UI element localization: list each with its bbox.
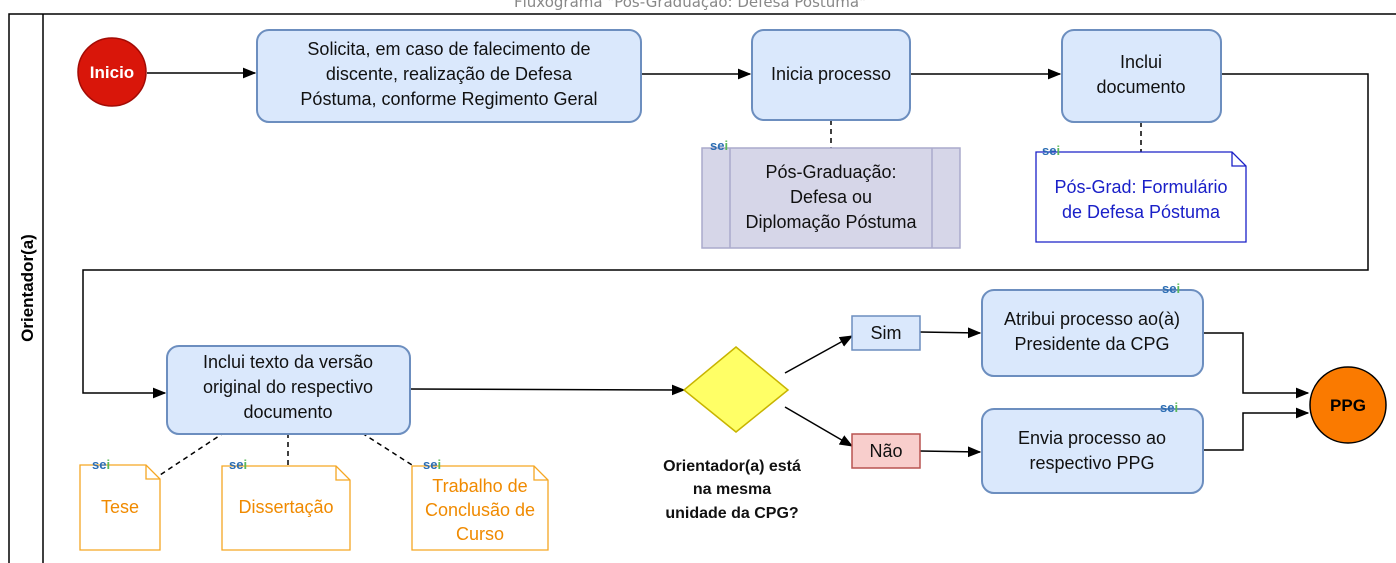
note-dissertacao[interactable]: Dissertação sei — [221, 457, 351, 551]
svg-text:sei: sei — [1042, 143, 1060, 158]
start-node[interactable]: Inicio — [77, 37, 147, 107]
note-tcc-line1: Trabalho de — [432, 476, 527, 496]
note-tese-fold — [145, 465, 160, 480]
decision-label-line1: Orientador(a) está — [663, 458, 801, 475]
svg-text:sei: sei — [229, 457, 247, 472]
process-pos-graduacao-line1: Pós-Graduação: — [765, 162, 896, 182]
task-solicita-box — [256, 29, 642, 123]
task-inclui-documento-box — [1061, 29, 1222, 123]
svg-text:sei: sei — [1162, 281, 1180, 296]
sei-logo-icon: sei — [1162, 281, 1180, 296]
task-solicita-line3: Póstuma, conforme Regimento Geral — [300, 89, 597, 109]
task-inclui-texto-line1: Inclui texto da versão — [203, 352, 373, 372]
edge-incluidoc-incluitexto — [82, 73, 1369, 399]
decision-label-line3: unidade da CPG? — [665, 505, 798, 522]
decision-node[interactable]: Orientador(a) está na mesma unidade da C… — [663, 346, 801, 522]
svg-text:sei: sei — [423, 457, 441, 472]
task-inclui-texto[interactable]: Inclui texto da versão original do respe… — [166, 345, 411, 435]
note-formulario-fold — [1231, 152, 1246, 167]
sei-logo-icon: sei — [423, 457, 441, 472]
start-label: Inicio — [90, 63, 134, 82]
start-circle — [77, 37, 147, 107]
branch-nao-box — [851, 433, 921, 469]
branch-nao-label: Não — [869, 441, 902, 461]
edge-envia-ppg — [1203, 407, 1310, 451]
swimlane-label: Orientador(a) — [18, 234, 37, 342]
note-tcc[interactable]: Trabalho de Conclusão de Curso sei — [411, 457, 549, 551]
branch-sim-label: Sim — [871, 323, 902, 343]
task-atribui-box — [981, 289, 1204, 377]
task-atribui[interactable]: Atribui processo ao(à) Presidente da CPG… — [981, 281, 1204, 377]
note-formulario-shape — [1035, 151, 1247, 243]
process-pos-graduacao-line3: Diplomação Póstuma — [745, 212, 917, 232]
task-inclui-documento-line1: Inclui — [1120, 52, 1162, 72]
note-dissertacao-fold — [335, 466, 350, 481]
task-inicia-label: Inicia processo — [771, 64, 891, 84]
branch-sim[interactable]: Sim — [851, 315, 921, 351]
task-inclui-documento[interactable]: Inclui documento — [1061, 29, 1222, 123]
task-envia-line2: respectivo PPG — [1029, 453, 1154, 473]
branch-sim-box — [851, 315, 921, 351]
task-inicia[interactable]: Inicia processo — [751, 29, 911, 121]
edge-sim-atribui — [919, 327, 982, 339]
sei-logo-icon: sei — [229, 457, 247, 472]
sei-logo-icon: sei — [710, 138, 728, 153]
task-atribui-line2: Presidente da CPG — [1014, 334, 1169, 354]
process-pos-graduacao-box — [701, 147, 961, 249]
process-pos-graduacao-line2: Defesa ou — [790, 187, 872, 207]
task-solicita-line1: Solicita, em caso de falecimento de — [307, 39, 590, 59]
edge-decision-nao — [784, 406, 854, 447]
task-envia-line1: Envia processo ao — [1018, 428, 1166, 448]
end-circle — [1309, 366, 1387, 444]
task-solicita[interactable]: Solicita, em caso de falecimento de disc… — [256, 29, 642, 123]
note-formulario-line2: de Defesa Póstuma — [1062, 202, 1221, 222]
note-tcc-fold — [533, 466, 548, 481]
edge-incluitexto-decision — [409, 384, 686, 396]
task-inicia-box — [751, 29, 911, 121]
assoc-texto-tese — [156, 431, 226, 478]
edge-atribui-ppg — [1203, 332, 1310, 399]
task-atribui-line1: Atribui processo ao(à) — [1004, 309, 1180, 329]
task-inclui-documento-line2: documento — [1096, 77, 1185, 97]
task-envia[interactable]: Envia processo ao respectivo PPG sei — [981, 400, 1204, 494]
note-tcc-line2: Conclusão de — [425, 500, 535, 520]
edge-nao-envia — [919, 446, 982, 458]
svg-text:sei: sei — [1160, 400, 1178, 415]
end-node[interactable]: PPG — [1309, 366, 1387, 444]
task-inclui-texto-line3: documento — [243, 402, 332, 422]
task-inclui-texto-line2: original do respectivo — [203, 377, 373, 397]
decision-label-line2: na mesma — [693, 481, 771, 498]
note-tese[interactable]: Tese sei — [79, 457, 161, 551]
decision-diamond — [682, 346, 790, 433]
end-label: PPG — [1330, 396, 1366, 415]
note-dissertacao-shape — [221, 465, 351, 551]
process-pos-graduacao[interactable]: Pós-Graduação: Defesa ou Diplomação Póst… — [701, 138, 961, 249]
note-tese-shape — [79, 464, 161, 551]
task-envia-box — [981, 408, 1204, 494]
task-solicita-line2: discente, realização de Defesa — [326, 64, 573, 84]
assoc-texto-tcc — [361, 432, 413, 466]
svg-text:sei: sei — [92, 457, 110, 472]
edge-decision-sim — [784, 335, 854, 374]
sei-logo-icon: sei — [1042, 143, 1060, 158]
note-tese-label: Tese — [101, 497, 139, 517]
sei-logo-icon: sei — [1160, 400, 1178, 415]
task-inclui-texto-box — [166, 345, 411, 435]
sei-logo-icon: sei — [92, 457, 110, 472]
svg-text:sei: sei — [710, 138, 728, 153]
note-formulario[interactable]: Pós-Grad: Formulário de Defesa Póstuma s… — [1035, 143, 1247, 243]
note-formulario-line1: Pós-Grad: Formulário — [1054, 177, 1227, 197]
edges — [82, 67, 1369, 478]
branch-nao[interactable]: Não — [851, 433, 921, 469]
note-tcc-shape — [411, 465, 549, 551]
diagram-title: Fluxograma "Pós-Graduação: Defesa Póstum… — [514, 0, 866, 11]
note-dissertacao-label: Dissertação — [238, 497, 333, 517]
note-tcc-line3: Curso — [456, 524, 504, 544]
